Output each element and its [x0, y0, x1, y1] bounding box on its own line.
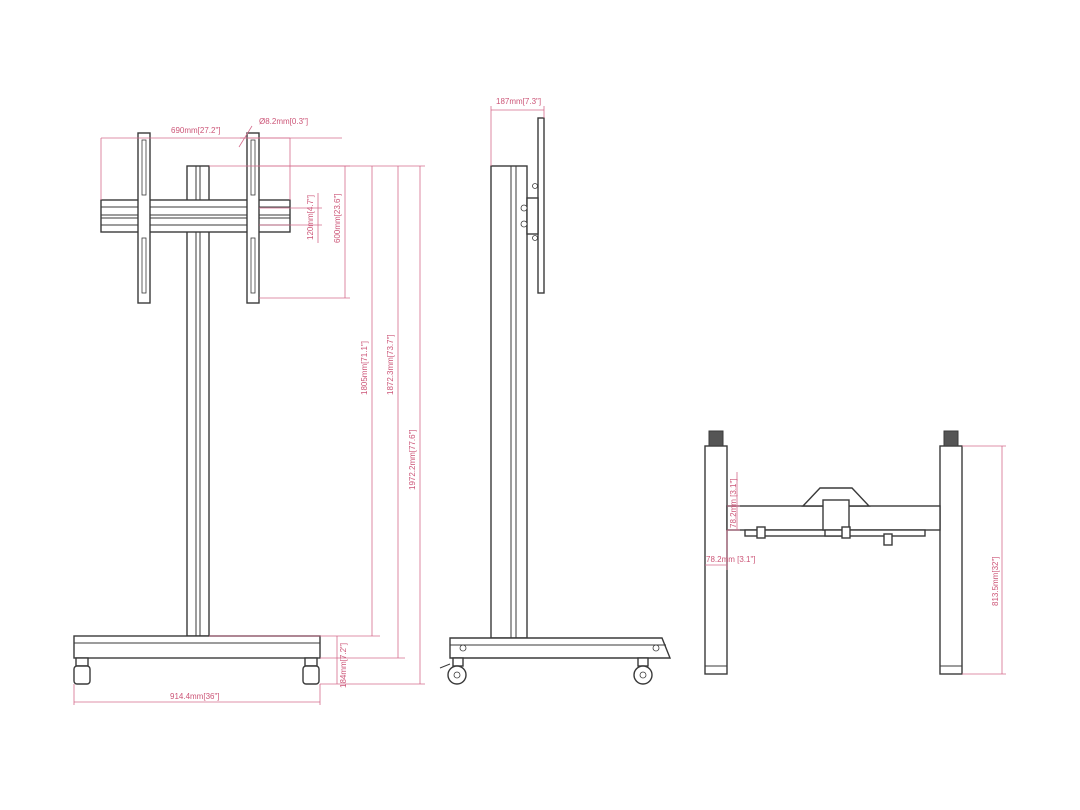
top-leg-right — [939, 445, 963, 675]
side-base — [449, 637, 672, 659]
front-vesa-arm-left — [137, 132, 151, 304]
front-horizontal-bracket — [100, 199, 291, 233]
dim-vesa-min: 120mm[4.7"] — [306, 195, 315, 240]
front-base — [73, 635, 321, 659]
front-caster-left — [73, 657, 91, 685]
top-column-block — [822, 499, 850, 531]
top-clip — [756, 526, 766, 539]
front-column — [186, 165, 210, 637]
top-clip — [841, 526, 851, 539]
dimension-labels: 690mm[27.2"] Ø8.2mm[0.3"] 120mm[4.7"] 60… — [170, 97, 1000, 701]
top-view — [704, 430, 963, 675]
side-caster-right — [633, 657, 653, 685]
dim-base-depth: 813.5mm[32"] — [991, 556, 1000, 606]
front-vesa-arm-right — [246, 132, 260, 304]
front-caster-right — [302, 657, 320, 685]
front-vesa-slots — [141, 139, 256, 294]
dim-height-mid: 1872.3mm[73.7"] — [386, 334, 395, 395]
dimension-lines — [73, 106, 1006, 705]
dim-depth: 187mm[7.3"] — [496, 97, 541, 106]
dim-arm-offset-top: 78.2mm [3.1"] — [729, 478, 738, 528]
dim-arm-offset-side: 78.2mm [3.1"] — [706, 555, 756, 564]
dim-bracket-width: 690mm[27.2"] — [171, 126, 221, 135]
top-leg-right-cap — [943, 430, 959, 447]
side-caster-left — [439, 657, 467, 685]
dim-base-width: 914.4mm[36"] — [170, 692, 220, 701]
dim-hole-diameter: Ø8.2mm[0.3"] — [259, 117, 308, 126]
top-clip — [883, 533, 893, 546]
dim-height-low: 1805mm[71.1"] — [360, 341, 369, 395]
side-view — [439, 117, 672, 685]
side-column — [490, 165, 528, 639]
top-leg-left-cap — [708, 430, 724, 447]
dim-height-total: 1972.2mm[77.6"] — [408, 429, 417, 490]
side-display-plate — [537, 117, 545, 294]
dim-vesa-max: 600mm[23.6"] — [333, 193, 342, 243]
front-view — [73, 132, 321, 685]
side-mount-hardware — [520, 183, 539, 241]
dim-base-height: 184mm[7.2"] — [339, 643, 348, 688]
